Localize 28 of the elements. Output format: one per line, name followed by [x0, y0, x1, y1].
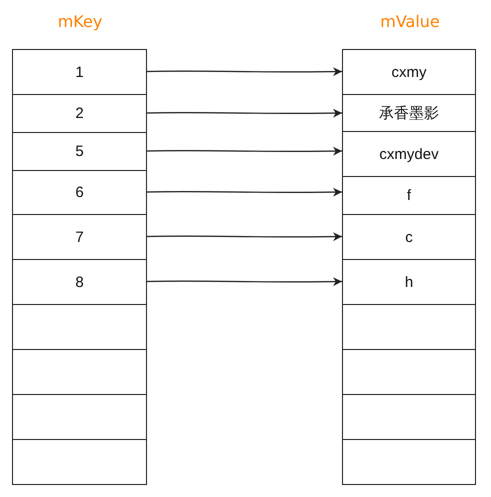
arrow — [146, 146, 342, 156]
empty-cell — [342, 394, 476, 440]
table-cell: f — [342, 176, 476, 215]
column-heading: mValue — [380, 12, 440, 31]
arrow — [146, 67, 342, 76]
table-cell: h — [342, 259, 476, 305]
arrow — [146, 277, 342, 286]
empty-cell — [12, 394, 147, 440]
table-cell: cxmy — [342, 49, 476, 95]
table-cell: cxmydev — [342, 131, 476, 177]
empty-cell — [12, 349, 147, 395]
table-cell: 6 — [12, 170, 147, 215]
arrow — [146, 188, 342, 197]
table-cell: 8 — [12, 259, 147, 305]
table-cell: c — [342, 214, 476, 260]
empty-cell — [342, 439, 476, 485]
table-cell: 2 — [12, 94, 147, 133]
table-cell: 7 — [12, 214, 147, 260]
column-heading: mKey — [58, 12, 102, 31]
arrow — [146, 108, 342, 118]
table-cell: 5 — [12, 132, 147, 171]
empty-cell — [342, 349, 476, 395]
empty-cell — [12, 304, 147, 350]
table-cell: 承香墨影 — [342, 94, 476, 132]
empty-cell — [342, 304, 476, 350]
table-cell: 1 — [12, 49, 147, 95]
empty-cell — [12, 439, 147, 485]
arrow — [146, 232, 342, 242]
